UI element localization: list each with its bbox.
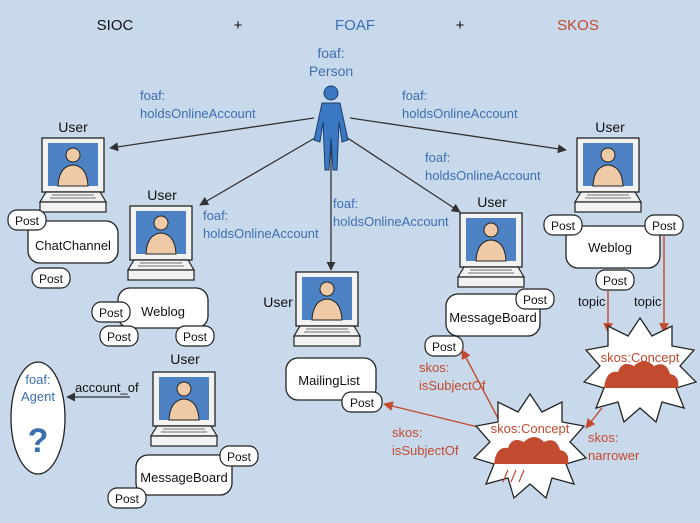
header-foaf: FOAF <box>335 17 375 34</box>
edge-narrower-line2: narrower <box>588 448 640 463</box>
mailing-user-label: User <box>263 294 293 310</box>
chat-post-2 <box>31 267 71 289</box>
msgboard-left-container-label: MessageBoard <box>140 470 227 485</box>
msgboard-right-computer-icon <box>457 212 525 288</box>
edge-holds-left-line2: holdsOnlineAccount <box>140 106 256 121</box>
weblog-right-post-3 <box>595 269 635 291</box>
agent-label-line2: Agent <box>21 389 55 404</box>
edge-holds-weblog-line2: holdsOnlineAccount <box>203 226 319 241</box>
agent-label-line1: foaf: <box>25 372 50 387</box>
weblog-left-container-label: Weblog <box>141 304 185 319</box>
concept-bottom-node: skos:Concept <box>472 392 588 500</box>
is-subject-of-arrow-2 <box>383 401 483 429</box>
weblog-left-post-2 <box>99 325 139 347</box>
mailing-container-label: MailingList <box>298 373 360 388</box>
weblog-right-post-1-label: Post <box>551 219 576 233</box>
edge-narrower-line1: skos: <box>588 430 618 445</box>
arrow-to-chat-user <box>109 117 315 152</box>
edge-holds-mailing-line1: foaf: <box>333 196 358 211</box>
person-label-line2: Person <box>309 63 353 79</box>
edge-holds-right-line1: foaf: <box>402 88 427 103</box>
edge-subject-2-line1: skos: <box>392 425 422 440</box>
weblog-right-user-label: User <box>595 119 625 135</box>
msgboard-right-post-2-label: Post <box>432 340 457 354</box>
weblog-right-post-1 <box>543 214 583 236</box>
concept-bottom-label: skos:Concept <box>491 421 570 436</box>
mailing-post-1-label: Post <box>350 396 375 410</box>
chat-post-1 <box>7 209 47 231</box>
weblog-left-computer-icon <box>127 205 195 281</box>
concept-top-label: skos:Concept <box>601 350 680 365</box>
chat-container-box <box>27 220 119 264</box>
weblog-left-post-2-label: Post <box>107 330 132 344</box>
msgboard-right-container-label: MessageBoard <box>449 310 536 325</box>
msgboard-left-computer-icon <box>150 371 218 447</box>
arrow-to-weblog-right-user <box>349 117 567 154</box>
header-plus-1: + <box>234 17 243 34</box>
msgboard-left-user-label: User <box>170 351 200 367</box>
arrow-to-msgboard-user <box>342 134 461 213</box>
agent-node <box>10 361 66 475</box>
person-label-line1: foaf: <box>317 45 344 61</box>
weblog-right-post-3-label: Post <box>603 274 628 288</box>
edge-holds-weblog-line1: foaf: <box>203 208 228 223</box>
msgboard-left-post-1-label: Post <box>227 450 252 464</box>
holds-account-arrows <box>66 117 567 402</box>
msgboard-right-post-2 <box>424 335 464 357</box>
edge-subject-2-line2: isSubjectOf <box>392 443 459 458</box>
weblog-right-computer-icon <box>574 137 642 213</box>
arrow-to-weblog-user <box>199 134 321 206</box>
chat-post-1-label: Post <box>15 214 40 228</box>
msgboard-right-user-label: User <box>477 194 507 210</box>
msgboard-left-post-2-label: Post <box>115 492 140 506</box>
skos-arrows <box>383 235 669 429</box>
edge-holds-mailing-line2: holdsOnlineAccount <box>333 214 449 229</box>
weblog-right-post-2-label: Post <box>652 219 677 233</box>
edge-account-of: account_of <box>75 380 139 395</box>
is-subject-of-arrow-1 <box>461 349 501 423</box>
header-skos: SKOS <box>557 17 599 34</box>
edge-holds-left-line1: foaf: <box>140 88 165 103</box>
weblog-left-post-3 <box>175 325 215 347</box>
chat-computer-icon <box>39 137 107 213</box>
edge-subject-1-line1: skos: <box>419 360 449 375</box>
weblog-left-user-label: User <box>147 187 177 203</box>
weblog-right-container-label: Weblog <box>588 240 632 255</box>
msgboard-left-container-box <box>135 454 233 496</box>
chat-container-label: ChatChannel <box>35 238 111 253</box>
chat-user-label: User <box>58 119 88 135</box>
edge-holds-right-line2: holdsOnlineAccount <box>402 106 518 121</box>
mailing-computer-icon <box>293 271 361 347</box>
weblog-left-post-1 <box>91 301 131 323</box>
header-sioc: SIOC <box>97 17 134 34</box>
weblog-left-post-1-label: Post <box>99 306 124 320</box>
rain-icon <box>502 469 525 483</box>
edge-topic-2: topic <box>634 294 662 309</box>
agent-question-mark: ? <box>28 422 49 460</box>
narrower-arrow <box>585 407 603 429</box>
chat-post-2-label: Post <box>39 272 64 286</box>
concept-top-cloud-icon <box>604 361 679 388</box>
edge-holds-msgboard-line1: foaf: <box>425 150 450 165</box>
weblog-left-post-3-label: Post <box>183 330 208 344</box>
concept-bottom-cloud-icon <box>494 437 569 464</box>
header-plus-2: + <box>456 17 465 34</box>
concept-top-node: skos:Concept <box>582 316 698 424</box>
edge-topic-1: topic <box>578 294 606 309</box>
mailing-container-box <box>285 357 377 401</box>
msgboard-left-post-1 <box>219 445 259 467</box>
person-icon <box>313 85 349 171</box>
mailing-post-1 <box>341 391 383 413</box>
edge-subject-1-line2: isSubjectOf <box>419 378 486 393</box>
weblog-right-container-box <box>565 225 661 269</box>
edge-holds-msgboard-line2: holdsOnlineAccount <box>425 168 541 183</box>
msgboard-right-post-1 <box>515 288 555 310</box>
msgboard-right-post-1-label: Post <box>523 293 548 307</box>
msgboard-left-post-2 <box>107 487 147 509</box>
